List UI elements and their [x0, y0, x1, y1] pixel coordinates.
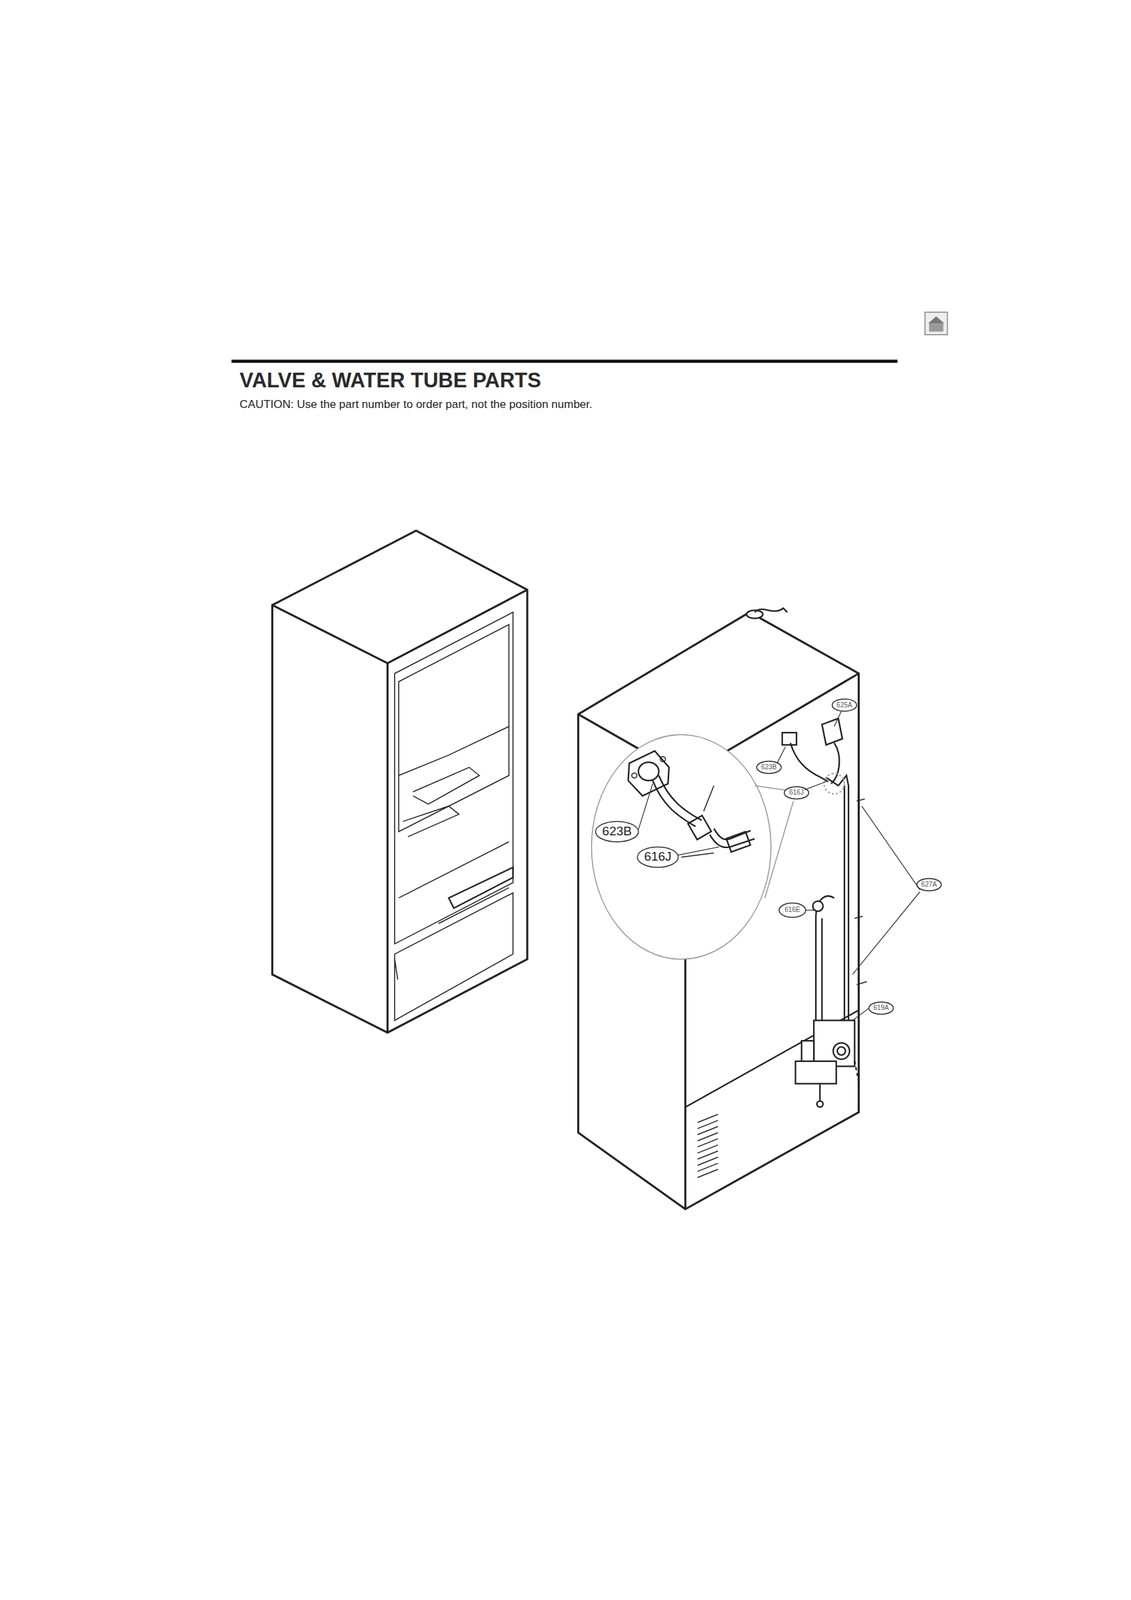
callout-number: 623B	[602, 824, 632, 839]
callout-number: 616J	[643, 849, 672, 864]
page-title: VALVE & WATER TUBE PARTS	[239, 369, 542, 392]
callout-number: 619A	[873, 1003, 889, 1012]
leader-lines	[638, 711, 920, 1021]
fridge-rear-view	[578, 611, 860, 1209]
caution-note: CAUTION: Use the part number to order pa…	[239, 398, 593, 412]
callout-number: 623B	[761, 763, 777, 771]
zoom-detail	[591, 734, 794, 960]
callout-number: 616J	[789, 788, 804, 796]
callout-number: 625A	[836, 701, 852, 709]
fridge-front-view	[272, 530, 528, 1033]
water-valve	[795, 1020, 860, 1108]
callout-number: 627A	[921, 880, 937, 888]
header-rule	[231, 360, 898, 362]
home-icon	[925, 311, 948, 335]
callout-ovals	[595, 698, 942, 1014]
callout-number: 616E	[784, 905, 800, 914]
